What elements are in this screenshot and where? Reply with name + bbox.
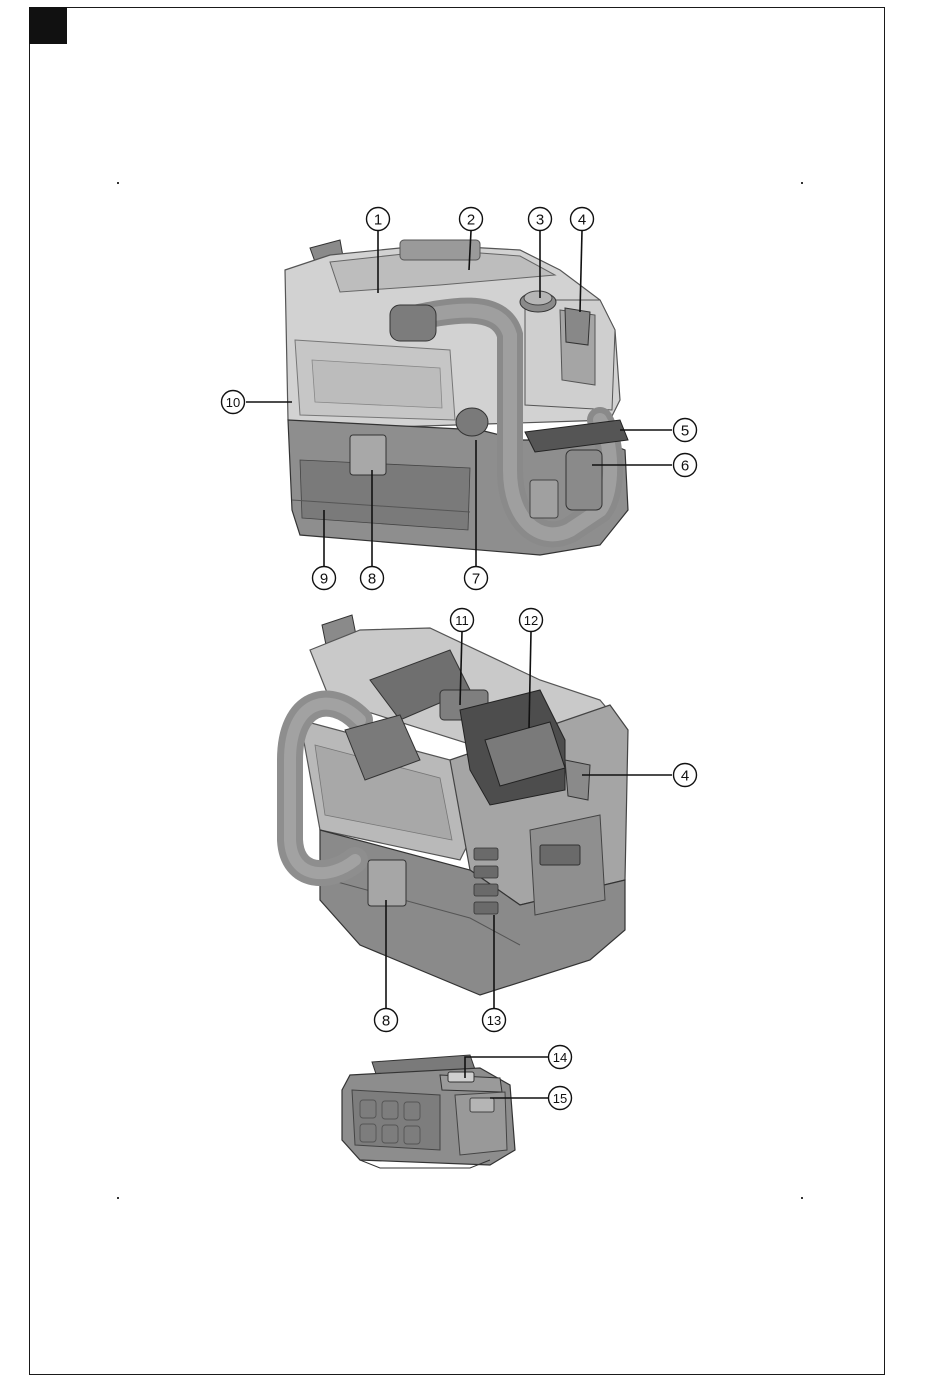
svg-text:5: 5 bbox=[681, 423, 689, 440]
callout-4-bottom: 4 bbox=[674, 764, 697, 787]
callout-4-top: 4 bbox=[571, 208, 594, 231]
svg-text:13: 13 bbox=[487, 1013, 501, 1028]
svg-text:4: 4 bbox=[578, 212, 586, 229]
callout-1: 1 bbox=[367, 208, 390, 231]
callout-6: 6 bbox=[674, 454, 697, 477]
vacuum-rear-figure bbox=[290, 615, 628, 995]
callout-9: 9 bbox=[313, 567, 336, 590]
callout-8-bottom: 8 bbox=[375, 1009, 398, 1032]
callout-11: 11 bbox=[451, 609, 474, 632]
svg-text:7: 7 bbox=[472, 571, 480, 588]
svg-text:4: 4 bbox=[681, 768, 689, 785]
svg-text:14: 14 bbox=[553, 1050, 567, 1065]
svg-text:15: 15 bbox=[553, 1091, 567, 1106]
svg-text:3: 3 bbox=[536, 212, 544, 229]
svg-text:8: 8 bbox=[382, 1013, 390, 1030]
svg-text:8: 8 bbox=[368, 571, 376, 588]
callout-13: 13 bbox=[483, 1009, 506, 1032]
svg-text:11: 11 bbox=[455, 613, 469, 628]
callout-15: 15 bbox=[549, 1087, 572, 1110]
callout-7: 7 bbox=[465, 567, 488, 590]
callout-5: 5 bbox=[674, 419, 697, 442]
svg-text:2: 2 bbox=[467, 212, 475, 229]
svg-text:6: 6 bbox=[681, 458, 689, 475]
callout-12: 12 bbox=[520, 609, 543, 632]
callout-14: 14 bbox=[549, 1046, 572, 1069]
svg-text:10: 10 bbox=[226, 395, 240, 410]
callout-2: 2 bbox=[460, 208, 483, 231]
svg-text:9: 9 bbox=[320, 571, 328, 588]
battery-pack-figure bbox=[342, 1055, 515, 1168]
vacuum-front-figure bbox=[285, 240, 628, 555]
callout-3: 3 bbox=[529, 208, 552, 231]
callout-8-top: 8 bbox=[361, 567, 384, 590]
callout-10: 10 bbox=[222, 391, 245, 414]
svg-text:12: 12 bbox=[524, 613, 538, 628]
svg-text:1: 1 bbox=[374, 212, 382, 229]
